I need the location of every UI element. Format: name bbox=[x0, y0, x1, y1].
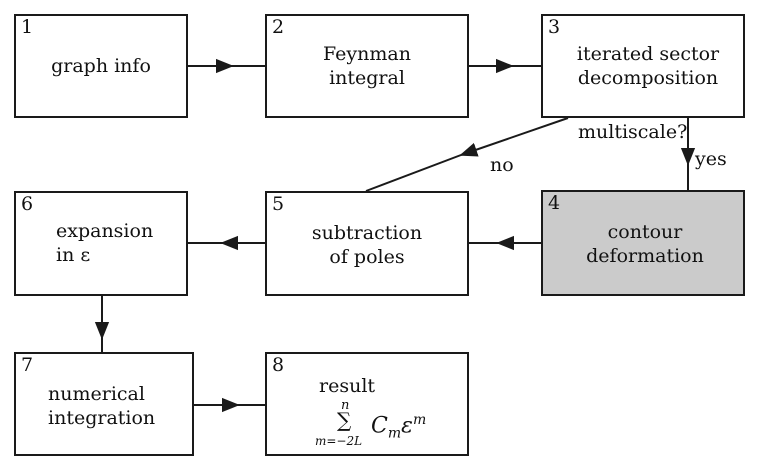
node-3: 3 iterated sector decomposition bbox=[541, 14, 745, 118]
term-subscript: m bbox=[387, 425, 402, 442]
node-number: 2 bbox=[272, 16, 285, 38]
node-label-line: expansion bbox=[56, 220, 154, 242]
edge-label-yes: yes bbox=[695, 148, 727, 170]
node-label: Feynman integral bbox=[267, 42, 467, 90]
node-number: 7 bbox=[21, 354, 34, 376]
node-4: 4 contour deformation bbox=[541, 190, 745, 296]
node-label: expansion in ε bbox=[16, 219, 186, 267]
node-label: result bbox=[267, 374, 467, 398]
term-base: C bbox=[371, 413, 388, 439]
sum-upper-limit: n bbox=[341, 398, 350, 413]
node-7: 7 numerical integration bbox=[14, 352, 194, 456]
node-number: 4 bbox=[548, 192, 561, 214]
node-label: iterated sector decomposition bbox=[543, 42, 743, 90]
term-epsilon: ε bbox=[401, 413, 413, 439]
edge-label-question: multiscale? bbox=[578, 121, 688, 143]
result-formula: n ∑ m=−2L Cmεm bbox=[311, 398, 461, 458]
node-8: 8 result n ∑ m=−2L Cmεm bbox=[265, 352, 469, 456]
node-label-line: of poles bbox=[329, 246, 405, 268]
node-2: 2 Feynman integral bbox=[265, 14, 469, 118]
node-label-line: Feynman bbox=[323, 43, 411, 65]
node-label: graph info bbox=[16, 54, 186, 78]
node-number: 1 bbox=[21, 16, 34, 38]
node-label: contour deformation bbox=[543, 220, 743, 268]
node-label-line: integration bbox=[48, 407, 156, 429]
node-label-line: iterated sector bbox=[576, 43, 720, 65]
node-label-line: numerical bbox=[48, 383, 145, 405]
node-label-line: integral bbox=[329, 67, 405, 89]
node-number: 3 bbox=[548, 16, 561, 38]
node-label-line: deformation bbox=[586, 245, 704, 267]
sum-symbol: ∑ bbox=[337, 408, 352, 432]
node-number: 8 bbox=[272, 354, 285, 376]
sum-term: Cmεm bbox=[371, 412, 426, 442]
edge-3-5-upper bbox=[459, 117, 569, 157]
node-label-line: graph info bbox=[51, 55, 151, 77]
sum-lower-limit: m=−2L bbox=[315, 434, 363, 448]
term-exponent: m bbox=[412, 412, 427, 428]
node-1: 1 graph info bbox=[14, 14, 188, 118]
node-label: numerical integration bbox=[16, 382, 192, 430]
node-number: 6 bbox=[21, 193, 34, 215]
node-label-line: subtraction bbox=[311, 222, 423, 244]
edge-label-no: no bbox=[490, 154, 514, 176]
node-number: 5 bbox=[272, 193, 285, 215]
node-label-line: contour bbox=[607, 221, 683, 243]
node-label-line: in ε bbox=[56, 244, 91, 266]
node-label-line: result bbox=[319, 375, 376, 397]
node-6: 6 expansion in ε bbox=[14, 191, 188, 296]
node-label-line: decomposition bbox=[577, 67, 719, 89]
node-label: subtraction of poles bbox=[267, 221, 467, 269]
edge-3-5-lower bbox=[365, 154, 462, 192]
node-5: 5 subtraction of poles bbox=[265, 191, 469, 296]
